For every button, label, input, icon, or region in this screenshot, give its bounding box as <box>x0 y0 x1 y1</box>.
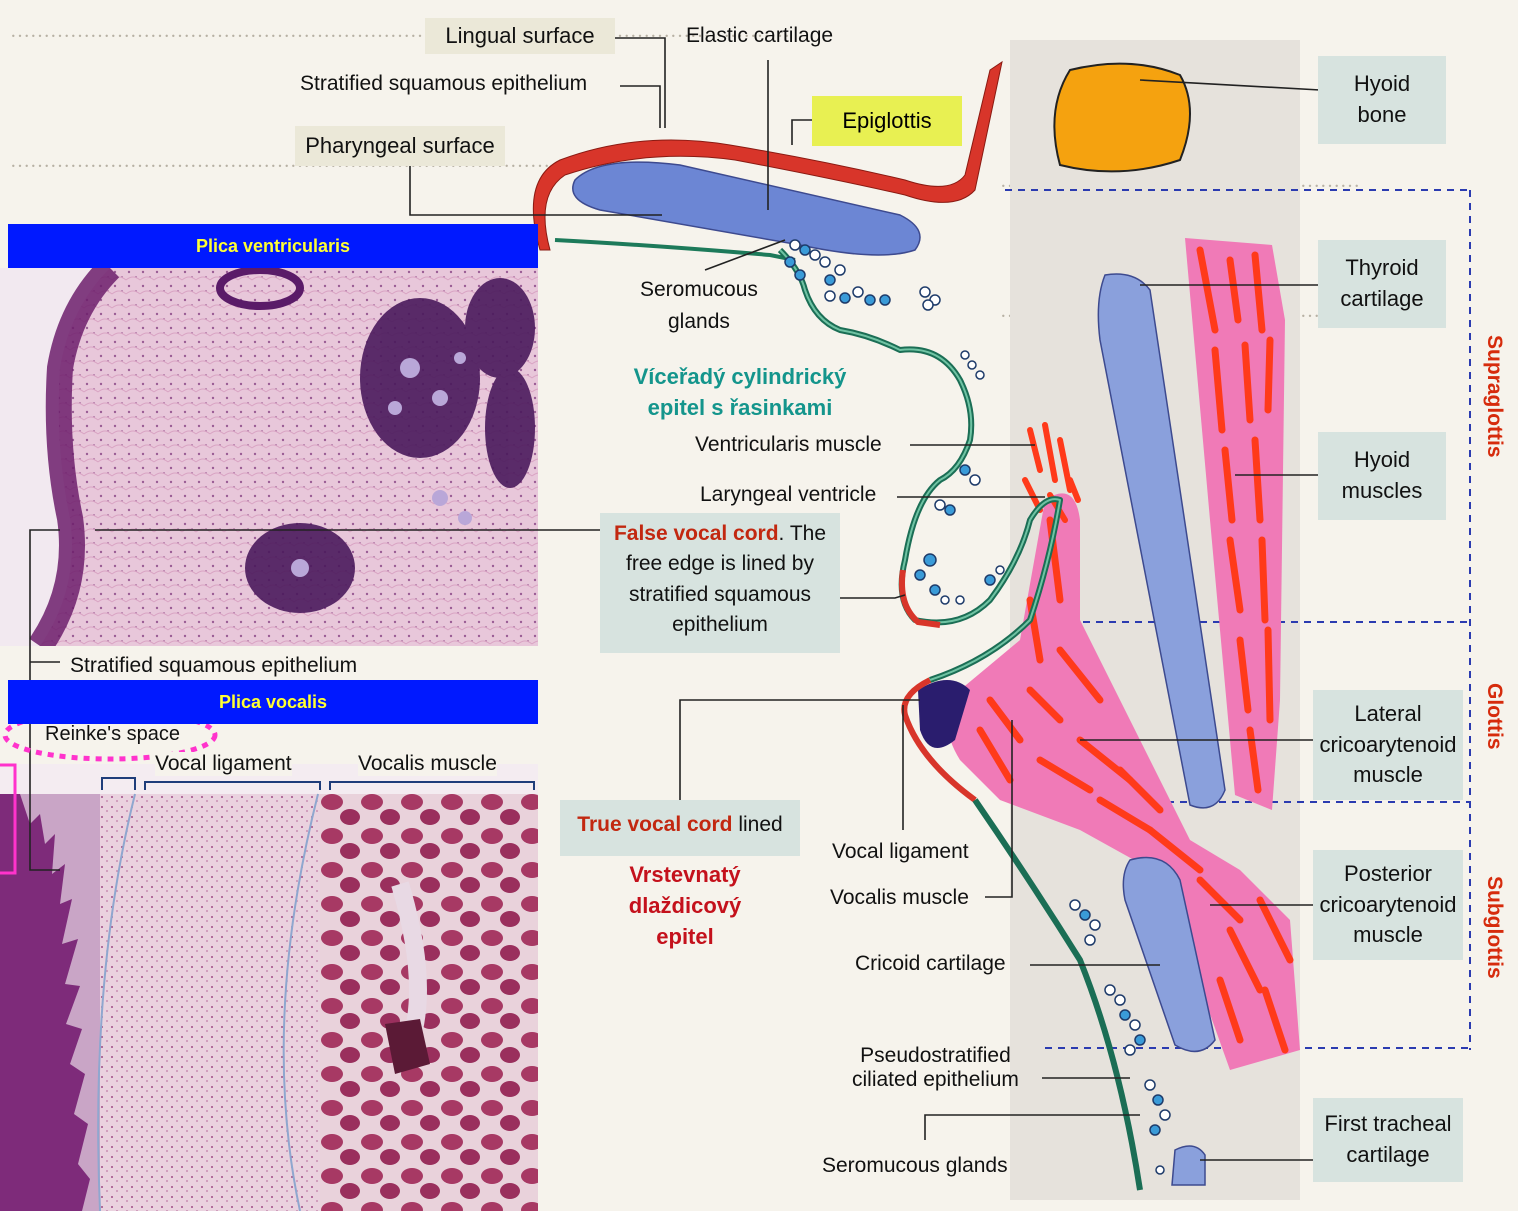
pseudostratified-line1: Pseudostratified <box>860 1044 1011 1067</box>
stratified-squamous-epithelium-left-label: Stratified squamous epithelium <box>68 654 359 678</box>
cricoid-cartilage-label: Cricoid cartilage <box>855 952 1006 976</box>
false-vocal-cord-rest3: stratified squamous <box>629 583 811 606</box>
lingual-surface-label: Lingual surface <box>445 21 594 52</box>
true-vocal-cord-box: True vocal cord lined <box>560 800 800 856</box>
hyoid-bone-shape <box>1054 64 1190 172</box>
false-vocal-cord-rest1: . The <box>779 522 826 545</box>
vocalis-muscle-label: Vocalis muscle <box>830 886 969 910</box>
false-vocal-cord-box: False vocal cord. The free edge is lined… <box>600 513 840 653</box>
reinkes-space-label: Reinke's space <box>45 723 180 746</box>
seromucous-glands-bottom-label: Seromucous glands <box>822 1154 1008 1178</box>
first-tracheal-cartilage-shape <box>1172 1146 1205 1185</box>
stratified-note-line1: Vrstevnatý <box>585 860 785 891</box>
pharyngeal-surface-box: Pharyngeal surface <box>295 126 505 166</box>
seromucous-glands-line1: Seromucous <box>640 278 758 301</box>
lateral-cricoarytenoid-label: Lateral cricoarytenoid muscle <box>1320 699 1457 791</box>
pseudostratified-epithelium-label: Pseudostratified ciliated epithelium <box>852 1044 1019 1092</box>
stratified-epithelium-note: Vrstevnatý dlaždicový epitel <box>585 860 785 952</box>
ciliated-note-line2: epitel s řasinkami <box>600 393 880 424</box>
plica-vocalis-banner: Plica vocalis <box>8 680 538 724</box>
thyroid-cartilage-box: Thyroid cartilage <box>1318 240 1446 328</box>
laryngeal-ventricle-label: Laryngeal ventricle <box>700 483 876 507</box>
plica-vocalis-label: Plica vocalis <box>219 692 327 713</box>
false-vocal-cord-term: False vocal cord <box>614 522 779 545</box>
vocal-ligament-label: Vocal ligament <box>832 840 969 864</box>
hyoid-bone-box: Hyoid bone <box>1318 56 1446 144</box>
false-vocal-cord-rest2: free edge is lined by <box>626 552 814 575</box>
stratified-note-line3: epitel <box>585 922 785 953</box>
vocalis-muscle-micrograph-label: Vocalis muscle <box>358 752 497 776</box>
true-vocal-cord-rest: lined <box>733 813 783 836</box>
first-tracheal-cartilage-box: First tracheal cartilage <box>1313 1098 1463 1182</box>
false-vocal-cord-rest4: epithelium <box>672 613 768 636</box>
glottis-region-label: Glottis <box>1482 683 1506 750</box>
stratified-note-line2: dlaždicový <box>585 891 785 922</box>
pharyngeal-surface-label: Pharyngeal surface <box>305 131 495 162</box>
plica-ventricularis-banner: Plica ventricularis <box>8 224 538 268</box>
lateral-cricoarytenoid-box: Lateral cricoarytenoid muscle <box>1313 690 1463 800</box>
stratified-squamous-epithelium-top-label: Stratified squamous epithelium <box>300 72 587 96</box>
plica-ventricularis-label: Plica ventricularis <box>196 236 350 257</box>
ciliated-note-line1: Víceřadý cylindrický <box>600 362 880 393</box>
epiglottis-label: Epiglottis <box>842 108 931 134</box>
pseudostratified-line2: ciliated epithelium <box>852 1068 1019 1091</box>
hyoid-bone-label: Hyoid bone <box>1354 69 1410 131</box>
first-tracheal-cartilage-label: First tracheal cartilage <box>1324 1109 1451 1171</box>
vocal-ligament-micrograph-label: Vocal ligament <box>155 752 292 776</box>
thyroid-cartilage-label: Thyroid cartilage <box>1340 253 1423 315</box>
posterior-cricoarytenoid-box: Posterior cricoarytenoid muscle <box>1313 850 1463 960</box>
lingual-surface-box: Lingual surface <box>425 18 615 54</box>
vocal-fold-brackets <box>102 778 534 790</box>
hyoid-muscles-box: Hyoid muscles <box>1318 432 1446 520</box>
posterior-cricoarytenoid-label: Posterior cricoarytenoid muscle <box>1320 859 1457 951</box>
seromucous-glands-top-label: Seromucous glands <box>640 278 758 334</box>
true-vocal-cord-term: True vocal cord <box>577 813 732 836</box>
subglottis-region-label: Subglottis <box>1482 876 1506 979</box>
hyoid-muscles-label: Hyoid muscles <box>1342 445 1423 507</box>
epiglottis-box: Epiglottis <box>812 96 962 146</box>
supraglottis-region-label: Supraglottis <box>1482 335 1506 458</box>
ciliated-epithelium-note: Víceřadý cylindrický epitel s řasinkami <box>600 362 880 424</box>
elastic-cartilage-label: Elastic cartilage <box>686 24 833 48</box>
seromucous-glands-line2: glands <box>668 310 730 334</box>
ventricularis-muscle-label: Ventricularis muscle <box>695 433 882 457</box>
magenta-bracket <box>0 765 15 873</box>
